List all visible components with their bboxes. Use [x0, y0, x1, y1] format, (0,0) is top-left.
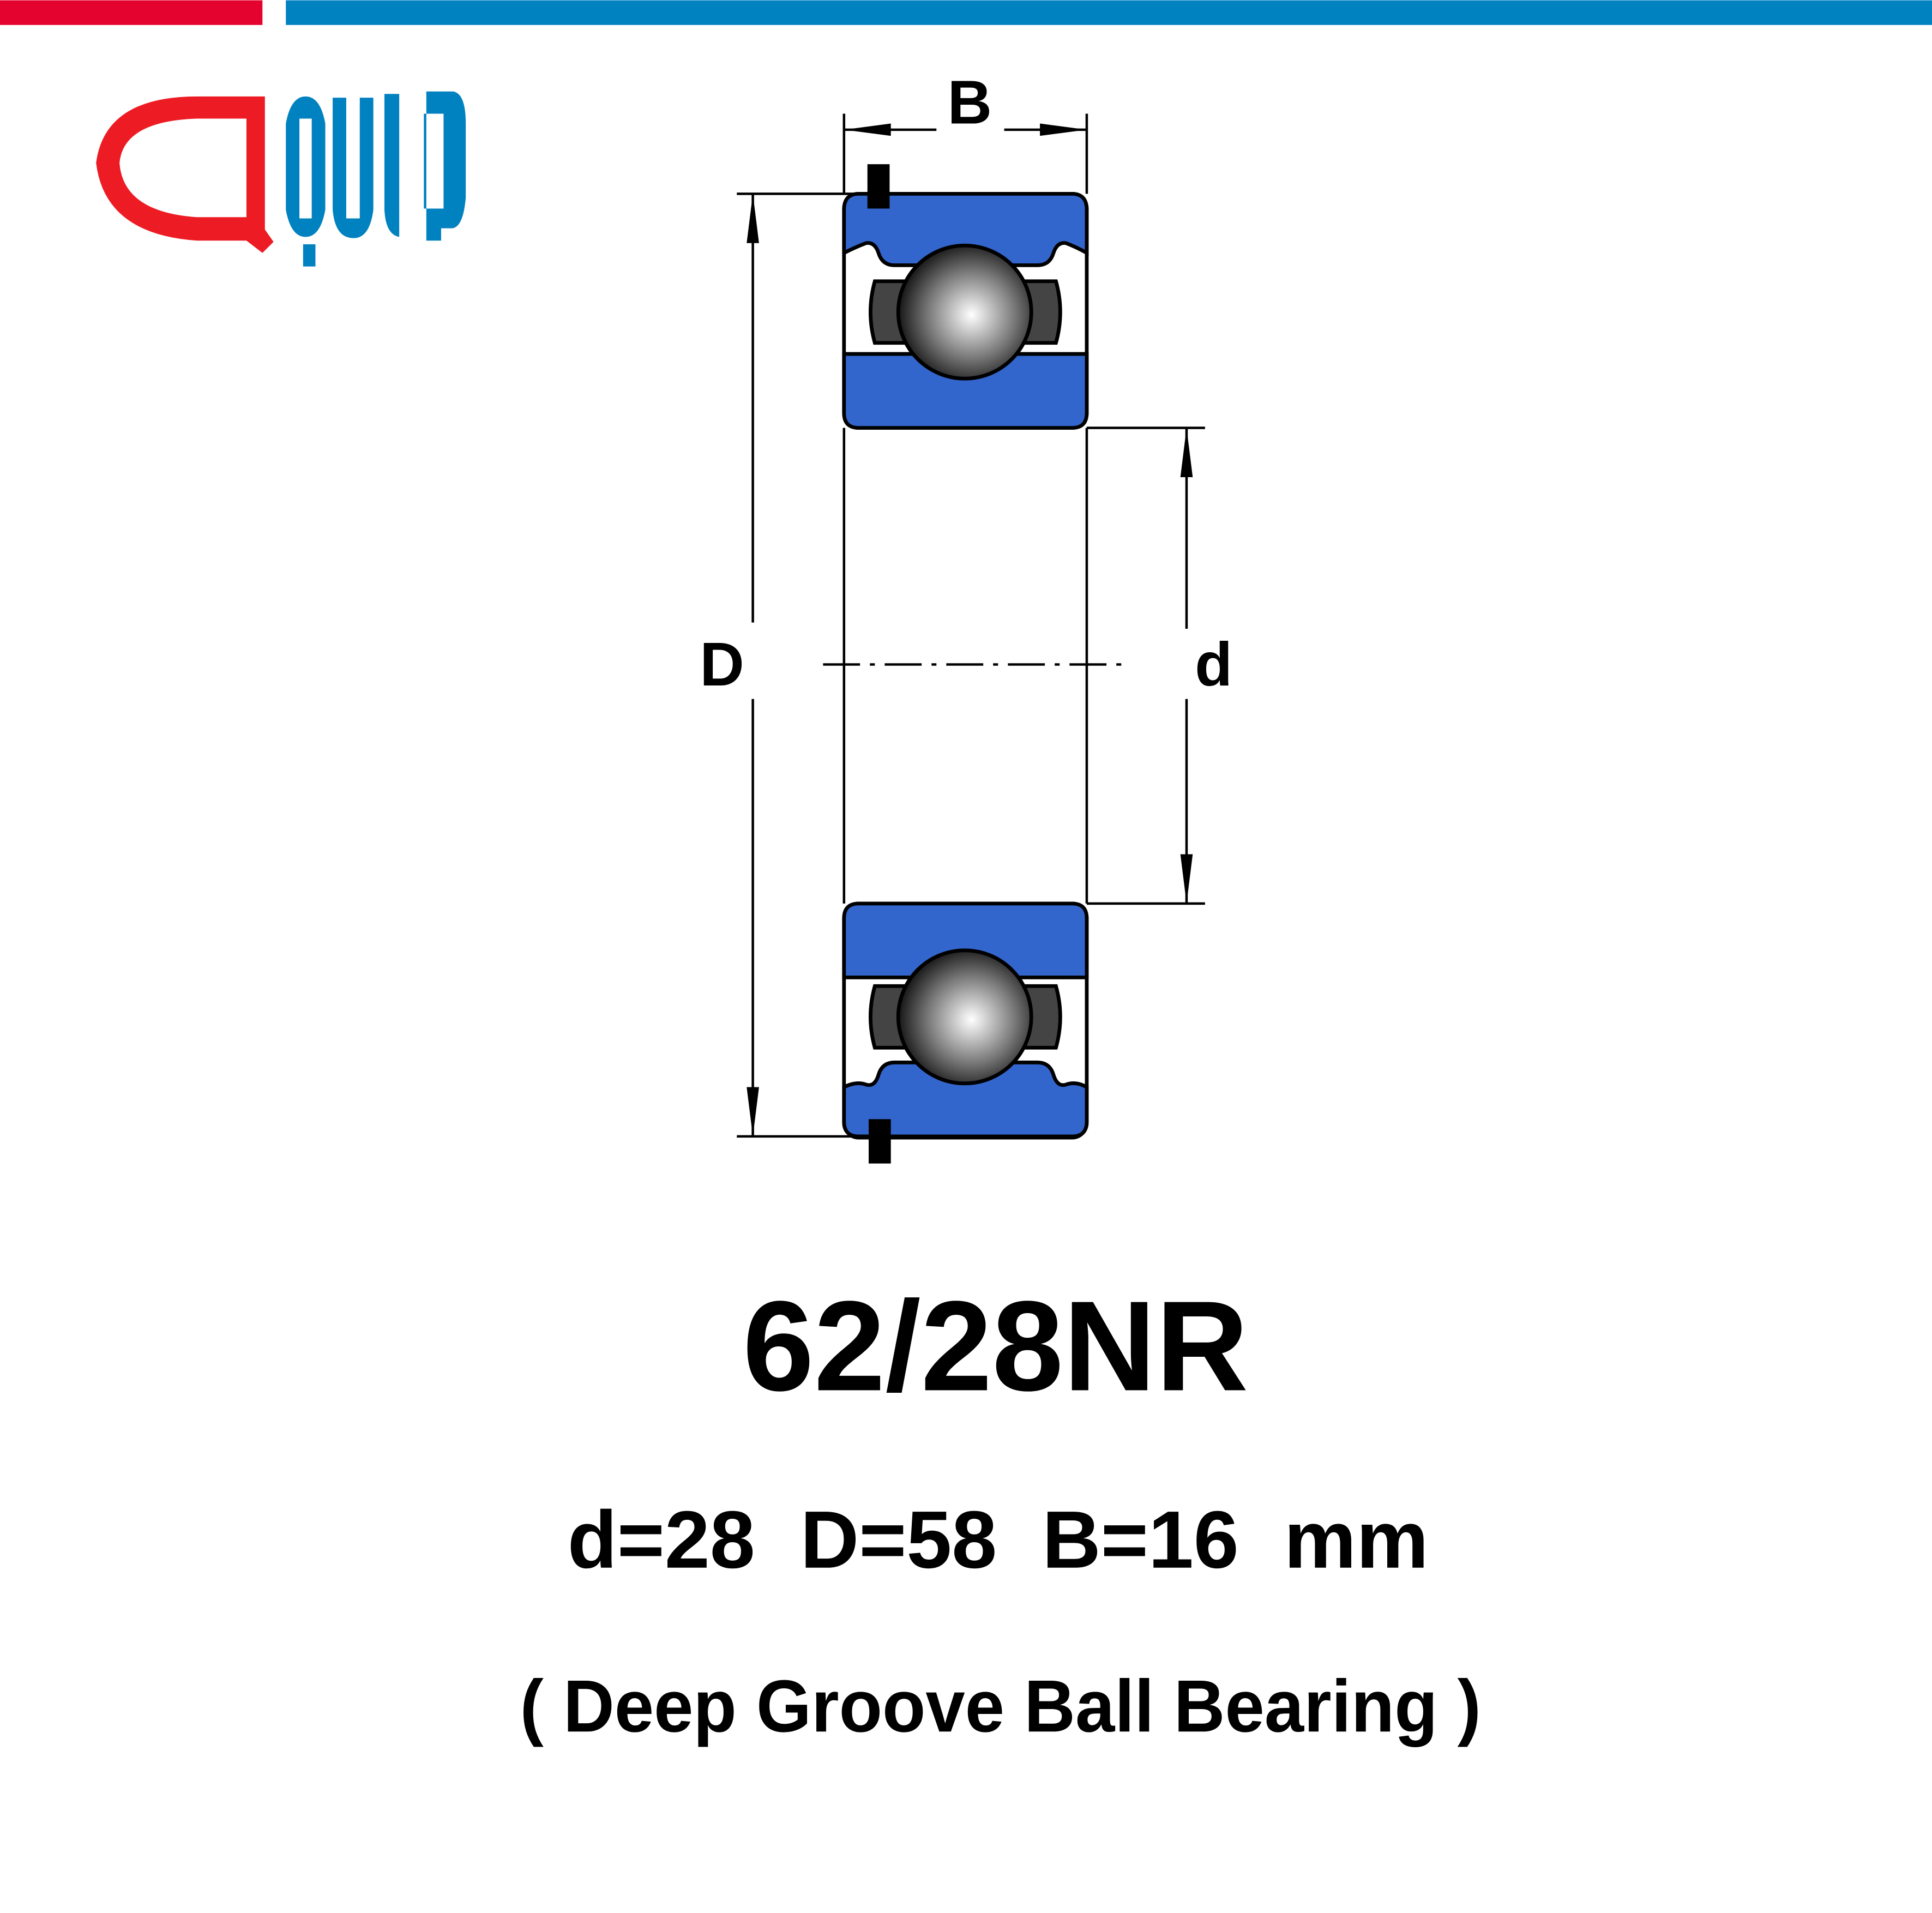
bearing-cross-section [842, 164, 1089, 1164]
label-D: D [700, 630, 744, 699]
bearing-bottom-section [842, 901, 1089, 1164]
dimension-lines [737, 113, 1205, 1138]
shield-marker [868, 1119, 891, 1164]
ball [896, 948, 1033, 1086]
quip-logo [96, 91, 466, 267]
label-d: d [1195, 630, 1232, 699]
top-bar-red [0, 0, 263, 25]
shield-marker [867, 164, 890, 209]
dimensions-text: d=28 D=58 B=16 mm [568, 1494, 1429, 1585]
ball [896, 243, 1033, 381]
model-title: 62/28NR [743, 1274, 1248, 1417]
bearing-type: ( Deep Groove Ball Bearing ) [520, 1664, 1481, 1747]
top-bar-blue [286, 0, 1932, 25]
bearing-top-section [842, 164, 1089, 430]
label-B: B [947, 68, 992, 137]
